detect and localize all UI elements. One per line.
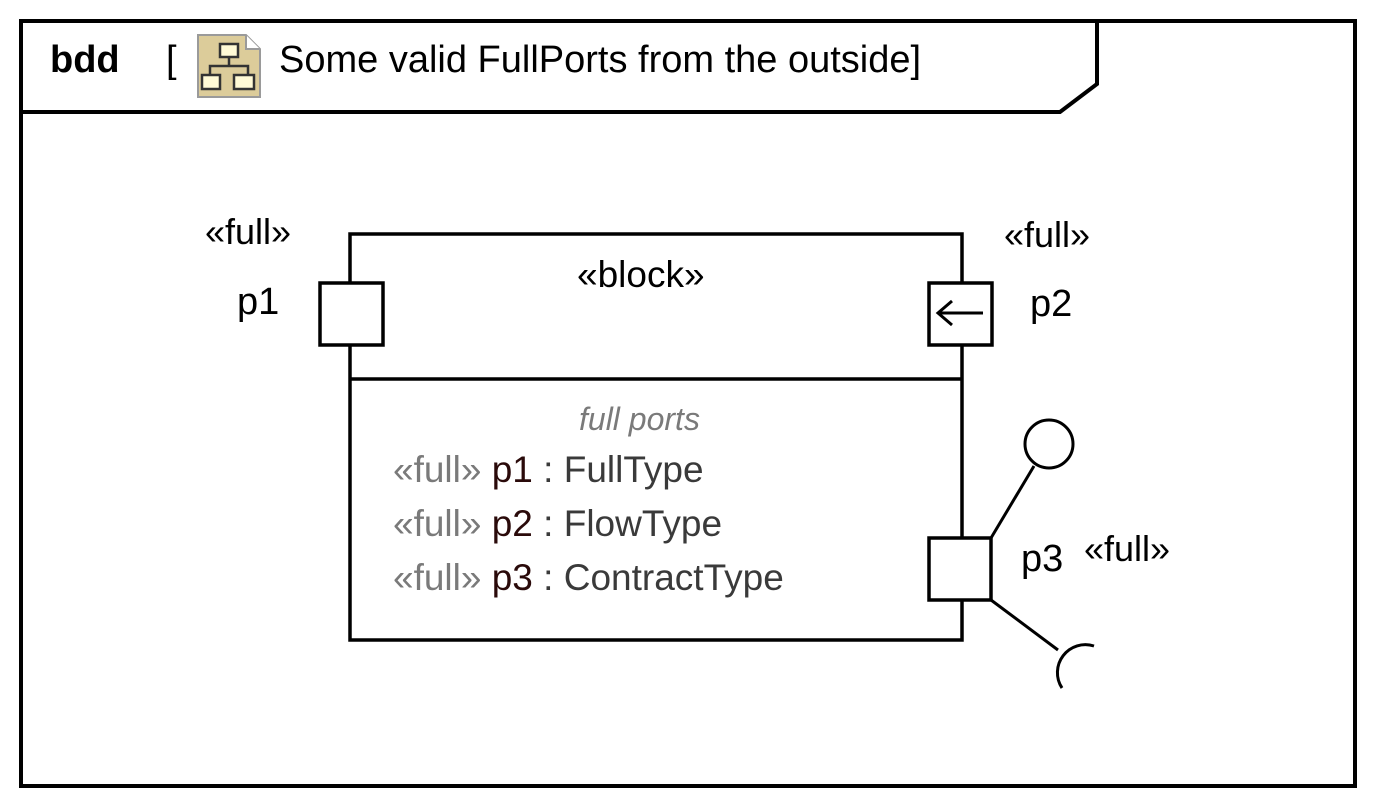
port-p1-stereotype: «full»	[205, 211, 292, 252]
block-box[interactable]	[348, 232, 964, 642]
diagram-name-bracket: [	[166, 39, 177, 81]
row-stereotype: «full»	[393, 449, 482, 490]
compartment-row[interactable]: «full» p3 : ContractType	[393, 559, 784, 596]
row-type: ContractType	[563, 557, 784, 598]
compartment-title: full ports	[579, 401, 700, 437]
port-p3[interactable]	[927, 536, 993, 602]
row-separator: :	[532, 449, 564, 490]
frame-title-tab	[21, 21, 1099, 114]
diagram-kind-label: bdd	[50, 39, 120, 81]
port-p2-label: p2	[1030, 283, 1073, 325]
compartment-row[interactable]: «full» p2 : FlowType	[393, 505, 722, 542]
block-stereotype: «block»	[577, 254, 705, 295]
compartment-row[interactable]: «full» p1 : FullType	[393, 451, 704, 488]
port-p2-stereotype: «full»	[1004, 214, 1091, 255]
provided-interface-lollipop-icon[interactable]	[989, 418, 1075, 539]
row-name: p2	[491, 503, 533, 544]
port-p1[interactable]	[318, 281, 385, 347]
row-separator: :	[532, 557, 564, 598]
port-p3-label: p3	[1021, 538, 1064, 580]
row-name: p3	[491, 557, 533, 598]
required-interface-socket-icon[interactable]	[990, 598, 1095, 689]
row-name: p1	[491, 449, 533, 490]
class-diagram-icon	[197, 34, 261, 98]
diagram-name: Some valid FullPorts from the outside]	[279, 39, 922, 81]
arrow-left-icon	[935, 299, 983, 327]
row-type: FullType	[563, 449, 704, 490]
row-stereotype: «full»	[393, 503, 482, 544]
row-type: FlowType	[563, 503, 723, 544]
port-p1-label: p1	[237, 281, 280, 323]
row-stereotype: «full»	[393, 557, 482, 598]
port-p3-stereotype: «full»	[1084, 528, 1171, 569]
row-separator: :	[532, 503, 564, 544]
